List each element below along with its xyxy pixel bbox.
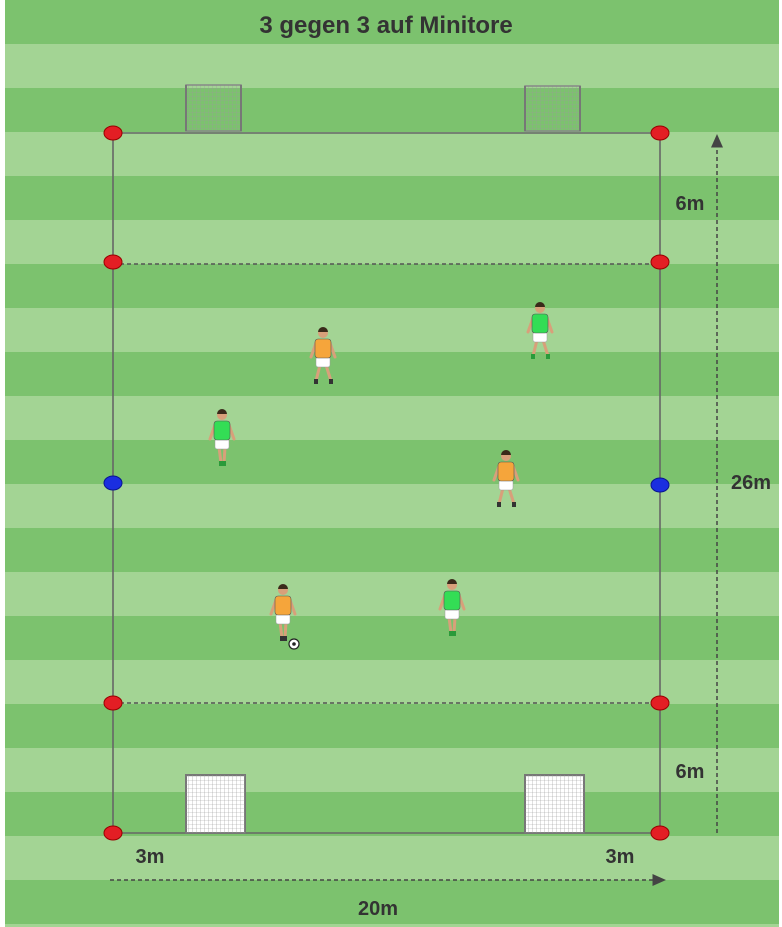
grass-stripe <box>5 88 779 132</box>
cone-red <box>651 826 669 840</box>
cone-red <box>651 696 669 710</box>
cone-red <box>104 255 122 269</box>
label-width: 20m <box>358 898 398 920</box>
cone-red <box>104 826 122 840</box>
soccer-ball <box>289 639 299 649</box>
grass-stripe <box>5 528 779 572</box>
label-top-zone: 6m <box>676 193 705 215</box>
cone-red <box>104 126 122 140</box>
grass-stripe <box>5 836 779 880</box>
grass-stripe <box>5 440 779 484</box>
diagram-title: 3 gegen 3 auf Minitore <box>259 12 512 39</box>
grass-stripe <box>5 308 779 352</box>
goal-bottom-right <box>525 775 584 833</box>
grass-stripe <box>5 616 779 660</box>
cone-red <box>104 696 122 710</box>
cone-blue <box>104 476 122 490</box>
grass-stripe <box>5 396 779 440</box>
grass-stripe <box>5 264 779 308</box>
grass-stripe <box>5 352 779 396</box>
goal-top-right <box>525 86 580 131</box>
goal-bottom-left <box>186 775 245 833</box>
grass-stripe <box>5 748 779 792</box>
label-left-offset: 3m <box>136 846 165 868</box>
cone-blue <box>651 478 669 492</box>
cone-red <box>651 126 669 140</box>
label-bottom-zone: 6m <box>676 761 705 783</box>
grass-stripe <box>5 704 779 748</box>
grass-stripe <box>5 572 779 616</box>
grass-stripe <box>5 176 779 220</box>
cone-red <box>651 255 669 269</box>
goal-top-left <box>186 85 241 131</box>
label-right-offset: 3m <box>606 846 635 868</box>
grass-stripe <box>5 44 779 88</box>
label-total-length: 26m <box>731 472 771 494</box>
